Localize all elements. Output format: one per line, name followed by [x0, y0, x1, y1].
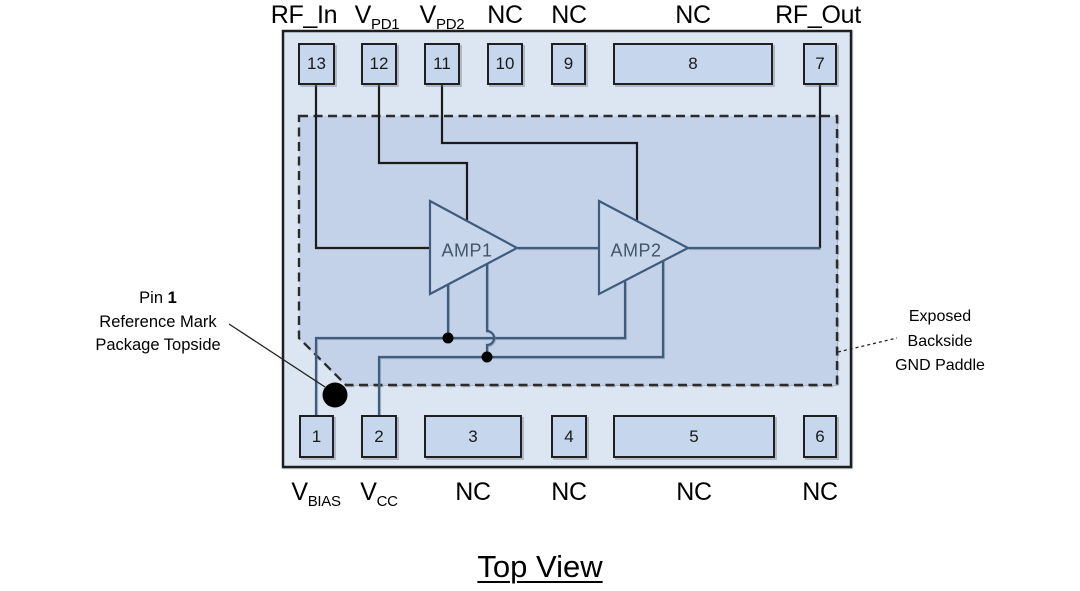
- label-sub: PD1: [371, 16, 400, 33]
- gnd-paddle-annotation-line1: Exposed: [908, 308, 972, 325]
- pin-10: 10: [487, 43, 523, 85]
- gnd-paddle-outline: [297, 114, 839, 387]
- pin-4-function-label: NC: [551, 478, 587, 506]
- label-sub: CC: [376, 493, 398, 510]
- label-main: V: [291, 478, 308, 506]
- wire-rf-in: [314, 85, 430, 250]
- label-main: V: [419, 1, 437, 29]
- pin-7-function-label: RF_Out: [775, 1, 861, 29]
- wire-vpd1: [377, 85, 469, 223]
- label-sub: BIAS: [307, 493, 341, 510]
- pin1-annotation-number: 1: [167, 289, 177, 307]
- label-main: V: [354, 1, 372, 29]
- label-main: NC: [551, 478, 587, 506]
- pin-10-function-label: NC: [487, 1, 523, 29]
- label-main: NC: [675, 1, 711, 29]
- pin-3: 3: [424, 415, 522, 458]
- pin-2: 2: [361, 415, 397, 458]
- pin-4: 4: [551, 415, 587, 458]
- pin-2-function-label: VCC: [360, 478, 398, 509]
- pin-9-function-label: NC: [551, 1, 587, 29]
- pin-5: 5: [613, 415, 775, 458]
- label-main: NC: [802, 478, 838, 506]
- pin-3-function-label: NC: [455, 478, 491, 506]
- label-main: RF_In: [270, 1, 338, 29]
- pin-13: 13: [298, 43, 335, 85]
- amp1-triangle: [428, 199, 520, 296]
- pin-13-function-label: RF_In: [271, 1, 338, 29]
- wire-vbias: [314, 281, 627, 415]
- pin1-annotation-line1: Pin 1: [95, 287, 220, 311]
- pin1-leader-line: [228, 323, 326, 388]
- pin-8-function-label: NC: [675, 1, 711, 29]
- pin-11-function-label: VPD2: [419, 1, 465, 32]
- pin-12-function-label: VPD1: [354, 1, 400, 32]
- gnd-paddle-annotation-line2: Backside: [907, 332, 973, 350]
- label-main: NC: [487, 1, 523, 29]
- pin1-annotation: Pin 1 Reference Mark Package Topside: [95, 287, 220, 358]
- wire-amp1-vcc-leg-hop: [485, 263, 496, 357]
- amp2-triangle: [597, 199, 691, 296]
- pin-5-function-label: NC: [676, 478, 712, 506]
- junction-dot-vbias: [442, 332, 454, 344]
- gnd-paddle-annotation: Exposed Backside GND Paddle: [895, 305, 985, 379]
- amp1-label: AMP1: [441, 240, 493, 261]
- label-main: RF_Out: [775, 1, 861, 29]
- wire-vpd2: [440, 85, 639, 222]
- pin1-annotation-line2: Reference Mark: [99, 312, 217, 331]
- wire-vcc: [377, 260, 665, 415]
- pin-6-function-label: NC: [802, 478, 838, 506]
- pin-6: 6: [803, 415, 837, 458]
- gnd-paddle-annotation-line3: GND Paddle: [895, 357, 985, 374]
- pin-8: 8: [613, 43, 773, 85]
- pin-1-function-label: VBIAS: [291, 478, 341, 509]
- diagram-title: Top View: [477, 549, 603, 584]
- amp2-label: AMP2: [610, 240, 662, 261]
- pin-7: 7: [803, 43, 837, 85]
- pin-1: 1: [299, 415, 334, 458]
- paddle-leader-line: [837, 337, 898, 353]
- label-main: V: [360, 478, 377, 506]
- pin-9: 9: [551, 43, 586, 85]
- pin-12: 12: [361, 43, 397, 85]
- label-main: NC: [551, 1, 587, 29]
- label-sub: PD2: [436, 16, 465, 33]
- label-main: NC: [455, 478, 491, 506]
- label-main: NC: [676, 478, 712, 506]
- pin1-annotation-line3: Package Topside: [95, 336, 221, 354]
- pin1-reference-mark-dot: [322, 382, 348, 408]
- pin-11: 11: [424, 43, 460, 85]
- pin1-annotation-text: Pin: [139, 289, 164, 307]
- junction-dot-vcc: [481, 351, 493, 363]
